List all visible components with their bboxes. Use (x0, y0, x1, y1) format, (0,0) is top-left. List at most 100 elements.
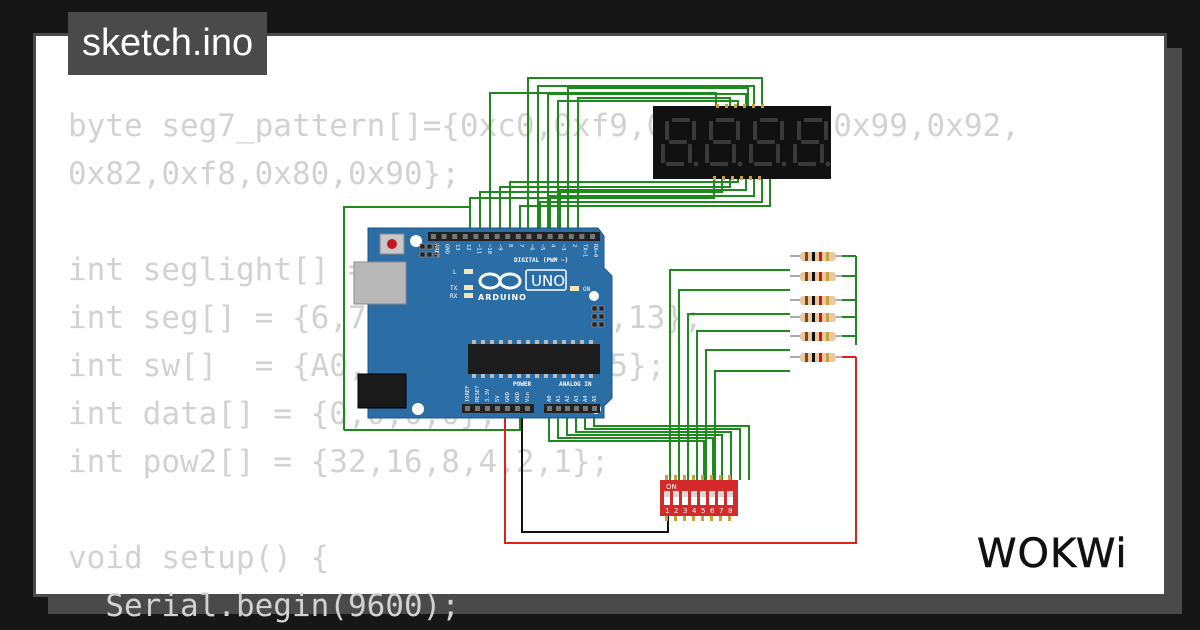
dip-pin (674, 516, 677, 521)
display-segment (669, 140, 687, 144)
analog-pin-label: A1 (556, 395, 562, 402)
wire-signal (557, 413, 714, 480)
wire-signal (575, 413, 732, 480)
led-on-label: ON (583, 286, 591, 293)
display-segment (801, 140, 819, 144)
resistor-array[interactable] (790, 252, 842, 362)
led-on (570, 286, 579, 291)
display-pin (713, 176, 716, 180)
dip-pin (710, 516, 713, 521)
resistor-band (812, 272, 815, 281)
header-pin (547, 406, 552, 411)
dip-toggle (718, 491, 724, 497)
dip-pin (728, 516, 731, 521)
wire-signal (714, 370, 790, 480)
header-pin (494, 234, 500, 239)
analog-pin-label: A2 (565, 395, 571, 402)
chip-pin (499, 374, 503, 378)
dip-toggle (673, 491, 679, 497)
wire-signal (479, 179, 723, 232)
atmega-chip (468, 344, 600, 374)
display-pin (734, 104, 737, 108)
seven-segment-display[interactable] (653, 104, 831, 180)
wokwi-logo-text: WOKWi (977, 531, 1128, 577)
header-strip (544, 404, 600, 413)
header-pin (485, 406, 490, 411)
wire-signal (537, 85, 755, 232)
display-segment (688, 144, 692, 163)
dip-toggle (664, 491, 670, 497)
chip-pin (589, 340, 593, 344)
header-pin (462, 234, 468, 239)
dip-number: 8 (728, 507, 732, 515)
digital-pin-label: ~6 (528, 244, 534, 251)
wire-ground (521, 413, 669, 533)
dip-toggle-slot (709, 491, 715, 505)
icsp-pin (598, 313, 605, 320)
chip-pin (562, 340, 566, 344)
dip-pin (710, 475, 713, 480)
header-pin (568, 234, 574, 239)
chip-pin (571, 374, 575, 378)
resistor (790, 353, 842, 362)
dip-number: 5 (701, 507, 705, 515)
code-line: 0x82,0xf8,0x80,0x90}; (68, 156, 460, 192)
header-pin (515, 234, 521, 239)
dip-toggle-slot (718, 491, 724, 505)
chip-pin (490, 374, 494, 378)
wire-signal (548, 413, 705, 480)
display-segment (749, 144, 753, 163)
wires (343, 77, 857, 544)
dip-pin (719, 516, 722, 521)
dip-number: 1 (665, 507, 669, 515)
dip-number: 4 (692, 507, 697, 515)
uno-label: UNO (531, 272, 565, 290)
arduino-brand-label: ARDUINO (478, 293, 527, 302)
display-segment (736, 121, 740, 140)
analog-pin-label: A0 (547, 395, 553, 402)
led-tx (464, 285, 473, 290)
chip-pin (517, 340, 521, 344)
chip-pin (544, 374, 548, 378)
header-pin (565, 406, 570, 411)
reset-button[interactable] (387, 239, 397, 249)
power-pin-label: GND (515, 392, 521, 402)
dip-toggle (682, 491, 688, 497)
dip-toggle-slot (727, 491, 733, 505)
chip-pin (589, 374, 593, 378)
chip-pin (535, 340, 539, 344)
chip-pin (490, 340, 494, 344)
header-pin (431, 234, 436, 239)
chip-pin (562, 374, 566, 378)
resistor-band (812, 313, 815, 322)
resistor-band (805, 353, 808, 362)
resistor-band (819, 272, 822, 281)
dip-pin (665, 516, 668, 521)
resistor (790, 332, 842, 341)
display-segment (793, 144, 797, 163)
file-tab[interactable]: sketch.ino (68, 12, 268, 75)
dip-toggles (664, 491, 733, 505)
wire-signal (566, 413, 723, 480)
resistor-band (805, 313, 808, 322)
header-pin (590, 234, 595, 239)
wire-signal (549, 179, 755, 232)
dip-pins (665, 475, 731, 521)
resistor-band (812, 252, 815, 261)
dip-pin (683, 475, 686, 480)
icsp-pin (426, 243, 433, 250)
mount-hole (410, 235, 422, 247)
resistor-band (805, 332, 808, 341)
resistor-band (812, 296, 815, 305)
arduino-uno-board[interactable]: L TX RX ON UNO ARDUINO DIGITAL (PWM ~) P… (353, 227, 613, 419)
code-line: Serial.begin(9600); (68, 588, 460, 624)
led-tx-label: TX (450, 285, 458, 292)
resistor (790, 313, 842, 322)
header-pin (547, 234, 553, 239)
display-segment (710, 162, 728, 166)
resistor (790, 272, 842, 281)
display-segment (820, 144, 824, 163)
header-pin (495, 406, 500, 411)
